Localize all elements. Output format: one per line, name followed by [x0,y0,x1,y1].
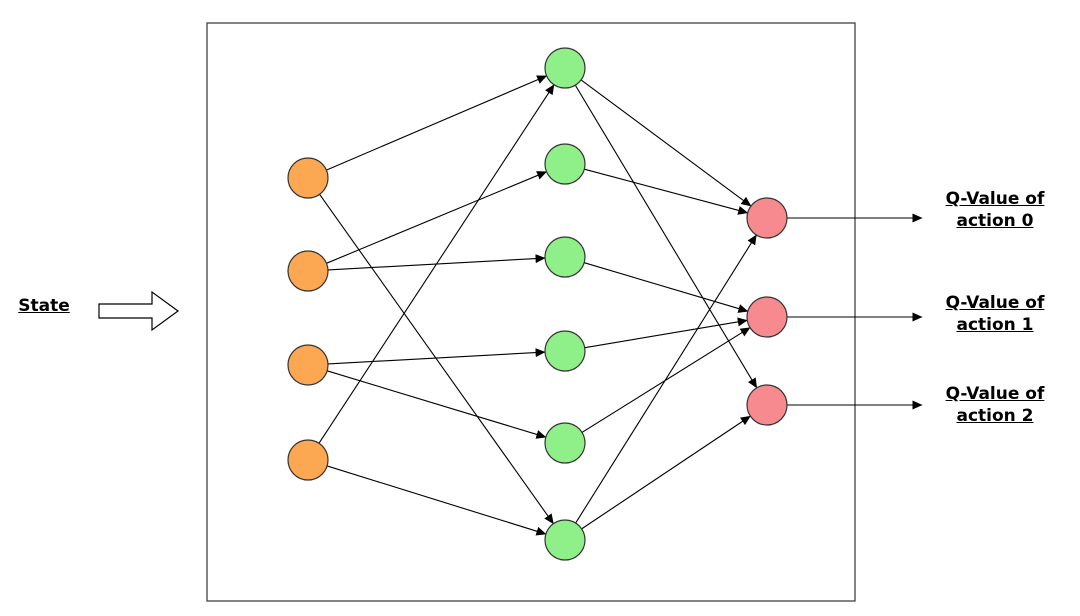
hidden-node-1 [544,143,586,185]
hidden-node-3 [544,330,586,372]
hidden-node-5 [544,519,586,561]
q-value-label-action-1: Q-Value of action 1 [930,292,1060,336]
connection-arrow [326,171,547,264]
connection-arrow [326,465,547,536]
output-node-2 [746,384,788,426]
connection-arrow [574,84,758,389]
nodes-layer [287,47,788,561]
connection-arrow [575,234,757,524]
hidden-node-4 [544,422,586,464]
hidden-node-2 [544,236,586,278]
connection-arrow [327,348,546,365]
output-node-0 [746,197,788,239]
connection-arrow [319,193,554,525]
connection-arrow [584,317,748,349]
input-node-3 [287,439,329,481]
input-node-0 [287,157,329,199]
q-value-label-line2: action 0 [956,211,1034,231]
connection-arrow [584,262,749,313]
q-value-label-line2: action 1 [956,315,1034,335]
output-node-1 [746,296,788,338]
connection-arrow [581,415,751,530]
q-value-label-action-2: Q-Value of action 2 [930,383,1060,427]
input-node-2 [287,344,329,386]
q-value-label-line1: Q-Value of [945,189,1045,209]
state-label: State [18,296,70,316]
input-node-1 [287,250,329,292]
state-input-arrow [98,290,180,332]
output-arrows-layer [787,213,923,410]
q-value-label-line1: Q-Value of [945,384,1045,404]
q-value-label-line1: Q-Value of [945,293,1045,313]
connection-arrow [584,168,749,215]
connection-arrow [326,370,547,439]
connections-layer [318,75,758,536]
connection-arrow [326,75,548,171]
hidden-node-0 [544,47,586,89]
q-value-label-action-0: Q-Value of action 0 [930,188,1060,232]
connection-arrow [318,84,555,444]
connection-arrow [580,79,752,207]
q-value-label-line2: action 2 [956,406,1034,426]
